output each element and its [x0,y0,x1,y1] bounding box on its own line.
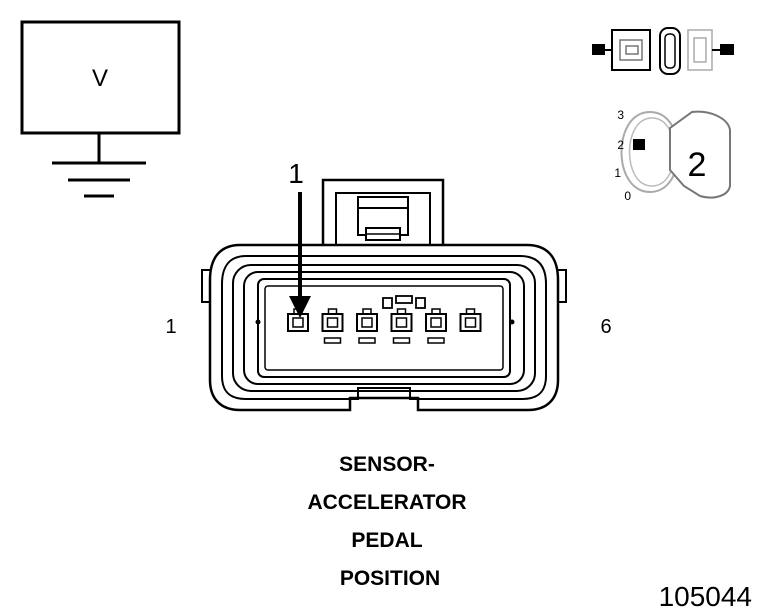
terminal-pin-4 [390,308,413,344]
voltmeter: V [20,20,181,198]
terminals [287,308,482,344]
ground-icon [52,161,146,198]
pin-label-left: 1 [165,316,176,338]
connector-disconnected-icon [592,27,734,75]
ignition-position-2: 2 [617,138,624,152]
terminal-pin-3 [356,308,378,344]
terminal-pin-6 [459,308,482,332]
key-icon [669,110,731,199]
ignition-position-1: 1 [614,166,621,180]
ignition-switch: 3 2 1 0 2 [614,108,731,203]
title-line-1: SENSOR- [339,453,435,476]
title-line-3: PEDAL [351,529,422,552]
ignition-position-0: 0 [624,189,631,203]
ignition-position-3: 3 [617,108,624,122]
terminal-pin-5 [425,308,447,344]
terminal-pin-2 [321,308,344,344]
pin-callout: 1 [288,158,311,318]
arrow-down-icon [289,296,311,318]
pin-label-right: 6 [600,316,611,338]
voltmeter-symbol: V [92,65,108,92]
pin-callout-number: 1 [288,158,304,189]
figure-id: 105044 [659,581,752,612]
lock-tab [321,178,445,245]
voltmeter-box [20,20,181,135]
connector-face [201,178,567,412]
ignition-key-label: 2 [688,146,707,184]
connector-title: SENSOR- ACCELERATOR PEDAL POSITION [307,453,466,590]
title-line-4: POSITION [340,567,440,590]
title-line-2: ACCELERATOR [307,491,466,514]
position-marker [633,139,645,150]
connector-shell [208,243,560,412]
